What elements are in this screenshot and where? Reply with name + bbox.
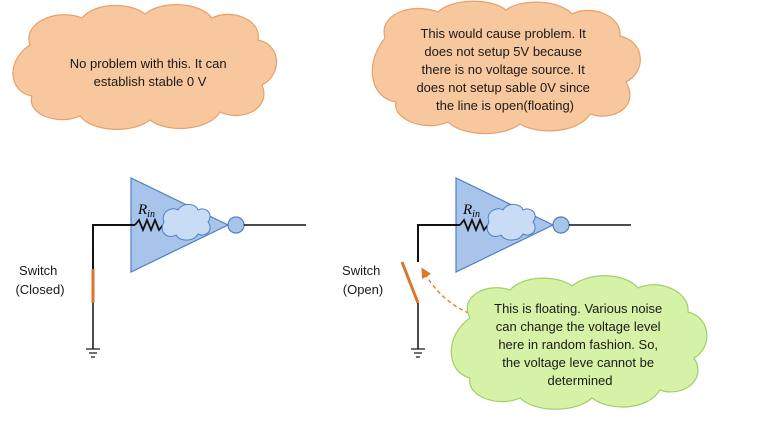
left-input-wire <box>92 224 135 269</box>
left-cloud-text: No problem with this. It can establish s… <box>70 56 230 89</box>
right-open-switch <box>400 261 420 304</box>
right-ground-icon <box>411 348 425 358</box>
right-input-wire <box>417 224 460 262</box>
left-output-bubble <box>227 216 245 234</box>
right-cloud-text: This would cause problem. It does not se… <box>416 26 593 113</box>
left-rin-label: Rin <box>137 202 155 220</box>
right-output-bubble <box>552 216 570 234</box>
left-circuit: Rin Switch (Closed) <box>15 177 306 358</box>
left-resistor-zigzag <box>134 217 164 233</box>
left-ground-icon <box>86 348 100 358</box>
right-callout-cloud: This would cause problem. It does not se… <box>371 0 641 135</box>
left-switch-label: Switch (Closed) <box>15 263 64 297</box>
note-cloud-shape <box>450 275 708 410</box>
right-switch-label: Switch (Open) <box>342 263 384 297</box>
left-noise-cloud-icon <box>161 203 211 241</box>
note-cloud-text: This is floating. Various noise can chan… <box>494 301 666 388</box>
right-noise-cloud-icon <box>486 203 536 241</box>
floating-note-cloud: This is floating. Various noise can chan… <box>450 275 708 410</box>
right-cloud-shape <box>371 0 641 135</box>
left-cloud-shape <box>12 4 278 130</box>
right-rin-label: Rin <box>462 202 480 220</box>
right-resistor-zigzag <box>459 217 489 233</box>
right-circuit: Rin Switch (Open) <box>342 177 631 358</box>
left-callout-cloud: No problem with this. It can establish s… <box>12 4 278 130</box>
